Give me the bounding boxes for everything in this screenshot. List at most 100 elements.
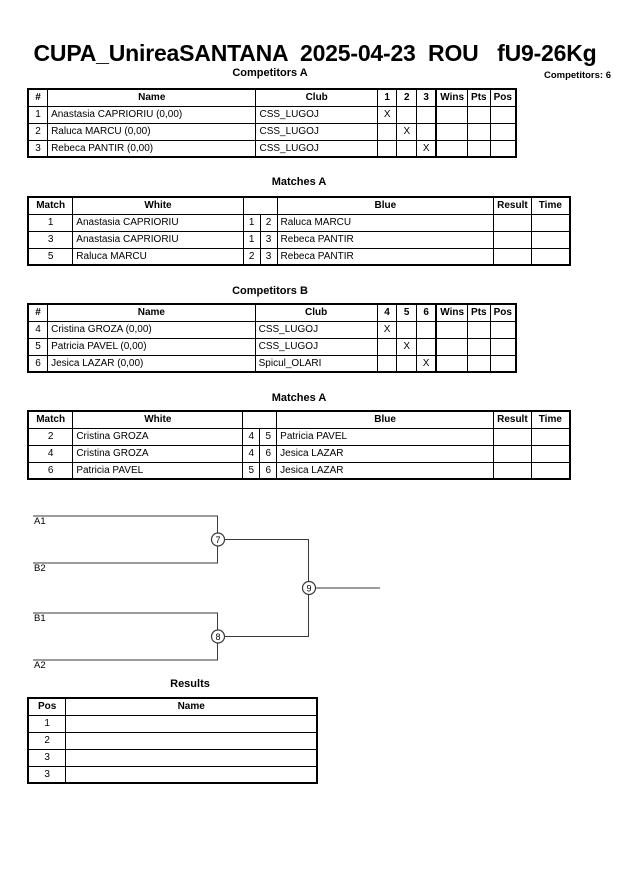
cell-position: 3 xyxy=(27,765,67,784)
cell-match-1 xyxy=(376,122,398,141)
cell-white-name: Anastasia CAPRIORIU xyxy=(72,230,244,249)
cell-wins xyxy=(435,337,469,356)
cell-time xyxy=(530,230,571,249)
col-match: Match xyxy=(27,196,74,215)
cell-pts xyxy=(467,122,491,141)
table-header-row: # Name Club 4 5 6 Wins Pts Pos xyxy=(27,303,517,322)
cell-club: CSS_LUGOJ xyxy=(255,139,378,158)
col-blue: Blue xyxy=(276,196,495,215)
table-row[interactable]: 3 xyxy=(27,748,318,767)
cell-rank: 5 xyxy=(27,337,49,356)
cell-time xyxy=(530,444,571,463)
cell-match-1 xyxy=(376,354,398,373)
cell-white-name: Raluca MARCU xyxy=(72,247,244,266)
cell-blue-name: Raluca MARCU xyxy=(276,213,495,232)
cell-club: CSS_LUGOJ xyxy=(254,337,378,356)
bracket-node-8[interactable] xyxy=(210,629,226,644)
cell-blue-number: 5 xyxy=(259,427,278,446)
cell-pos xyxy=(489,320,517,339)
table-header-row: Pos Name xyxy=(27,697,318,716)
cell-pts xyxy=(467,320,491,339)
cell-name: Cristina GROZA (0,00) xyxy=(47,320,256,339)
cell-white-number: 5 xyxy=(242,461,261,480)
cell-match-number: 4 xyxy=(27,444,74,463)
cell-match-3 xyxy=(416,105,437,124)
col-club: Club xyxy=(254,303,378,322)
cell-white-name: Cristina GROZA xyxy=(72,444,244,463)
col-wins: Wins xyxy=(435,88,469,107)
col-match: Match xyxy=(27,410,74,429)
bracket-node-8-label: 8 xyxy=(215,632,220,642)
cell-time xyxy=(530,247,571,266)
cell-result xyxy=(493,444,532,463)
cell-result xyxy=(493,461,532,480)
cell-blue-name: Rebeca PANTIR xyxy=(276,247,495,266)
cell-winner-name xyxy=(65,765,318,784)
bracket-seed-a2: A2 xyxy=(34,660,46,671)
col-m3: 3 xyxy=(416,88,437,107)
cell-time xyxy=(530,461,571,480)
cell-match-2: X xyxy=(396,122,418,141)
cell-rank: 2 xyxy=(27,122,49,141)
col-club: Club xyxy=(255,88,378,107)
col-result: Result xyxy=(493,410,532,429)
col-m1: 1 xyxy=(376,88,398,107)
col-white: White xyxy=(72,410,244,429)
table-row[interactable]: 1 xyxy=(27,714,318,733)
col-blue: Blue xyxy=(276,410,495,429)
cell-match-2 xyxy=(396,320,418,339)
cell-match-3 xyxy=(416,320,437,339)
cell-match-1: X xyxy=(376,105,398,124)
col-pts: Pts xyxy=(467,303,491,322)
cell-name: Raluca MARCU (0,00) xyxy=(47,122,257,141)
table-row[interactable]: 3 xyxy=(27,765,318,784)
cell-match-number: 1 xyxy=(27,213,74,232)
col-rank: # xyxy=(27,88,49,107)
cell-result xyxy=(493,247,532,266)
cell-pts xyxy=(467,337,491,356)
cell-rank: 4 xyxy=(27,320,49,339)
col-m2: 2 xyxy=(396,88,418,107)
cell-club: CSS_LUGOJ xyxy=(255,105,378,124)
bracket-node-9[interactable] xyxy=(301,580,317,596)
table-header-row: Match White Blue Result Time xyxy=(27,410,571,429)
table-row[interactable]: 2 xyxy=(27,731,318,750)
cell-winner-name xyxy=(65,748,318,767)
cell-match-2 xyxy=(396,139,418,158)
bracket-seed-b2: B2 xyxy=(34,563,46,574)
cell-white-number: 1 xyxy=(242,230,261,249)
col-m2: 5 xyxy=(396,303,418,322)
cell-blue-number: 6 xyxy=(259,444,278,463)
bracket-node-7[interactable] xyxy=(210,532,226,547)
cell-match-3 xyxy=(416,122,437,141)
cell-blue-number: 2 xyxy=(259,213,278,232)
table-header-row: # Name Club 1 2 3 Wins Pts Pos xyxy=(27,88,517,107)
col-name: Name xyxy=(47,88,257,107)
cell-white-name: Patricia PAVEL xyxy=(72,461,244,480)
bracket-seed-b1: B1 xyxy=(34,613,46,624)
bracket-node-7-label: 7 xyxy=(215,535,220,545)
table-header-row: Match White Blue Result Time xyxy=(27,196,571,215)
cell-match-3: X xyxy=(416,139,437,158)
cell-result xyxy=(493,427,532,446)
cell-rank: 1 xyxy=(27,105,49,124)
cell-name: Patricia PAVEL (0,00) xyxy=(47,337,256,356)
bracket-svg: 7 8 9 xyxy=(33,515,380,661)
cell-pos xyxy=(489,122,517,141)
